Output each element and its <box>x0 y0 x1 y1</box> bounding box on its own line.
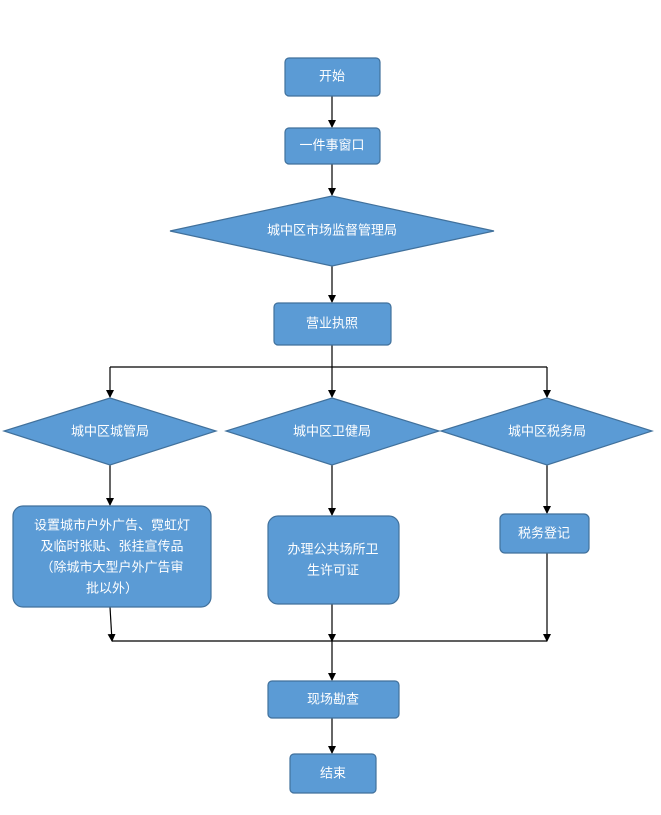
node-health-bureau: 城中区卫健局 <box>224 397 442 466</box>
node-health-task-line-1: 办理公共场所卫 <box>287 543 378 558</box>
node-start-label: 开始 <box>319 70 345 85</box>
node-tax-bureau-label: 城中区税务局 <box>508 424 586 440</box>
node-urban-task: 设置城市户外广告、霓虹灯 及临时张贴、张挂宣传品 （除城市大型户外广告审 批以外… <box>12 505 212 608</box>
node-health-task: 办理公共场所卫 生许可证 <box>267 515 400 605</box>
node-urban-bureau: 城中区城管局 <box>2 397 218 466</box>
node-end: 结束 <box>289 753 377 794</box>
node-urban-task-line-3: （除城市大型户外广告审 <box>40 560 183 576</box>
node-tax-task-label: 税务登记 <box>518 526 570 542</box>
node-business-license-label: 营业执照 <box>306 317 358 332</box>
edge-urban-task-merge <box>107 606 116 642</box>
node-health-task-line-2: 生许可证 <box>307 564 359 579</box>
node-market-bureau: 城中区市场监督管理局 <box>169 195 495 267</box>
node-urban-task-line-4: 批以外） <box>86 582 138 597</box>
node-tax-bureau: 城中区税务局 <box>439 397 654 466</box>
node-window: 一件事窗口 <box>284 127 381 165</box>
node-market-bureau-label: 城中区市场监督管理局 <box>267 223 397 239</box>
node-tax-task: 税务登记 <box>499 513 590 554</box>
node-urban-task-line-2: 及临时张贴、张挂宣传品 <box>40 539 183 555</box>
node-inspection: 现场勘查 <box>267 680 400 719</box>
node-business-license: 营业执照 <box>273 302 392 346</box>
edges <box>106 96 551 754</box>
node-window-label: 一件事窗口 <box>299 138 364 154</box>
node-end-label: 结束 <box>320 767 346 782</box>
node-start: 开始 <box>284 57 381 97</box>
node-health-bureau-label: 城中区卫健局 <box>293 425 371 440</box>
node-urban-task-line-1: 设置城市户外广告、霓虹灯 <box>34 518 190 534</box>
node-urban-bureau-label: 城中区城管局 <box>71 425 149 440</box>
node-inspection-label: 现场勘查 <box>307 693 359 708</box>
